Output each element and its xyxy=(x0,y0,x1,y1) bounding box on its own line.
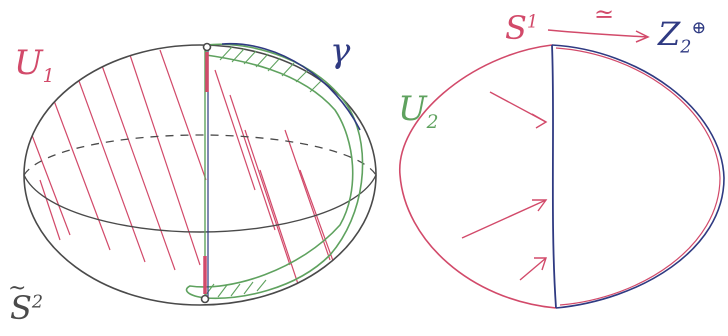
iso-arrow xyxy=(548,30,648,37)
label-gamma: γ xyxy=(330,34,350,68)
south-pole xyxy=(202,296,209,303)
right-lens xyxy=(400,30,724,308)
label-s1: S1 xyxy=(505,12,538,44)
label-u1: U1 xyxy=(14,46,55,87)
label-u1-main: U xyxy=(14,43,43,83)
label-z2-main: Z xyxy=(658,15,680,53)
u1-hatching xyxy=(30,50,340,290)
label-z2: Z2⊕ xyxy=(658,18,706,57)
arrow-2 xyxy=(462,200,546,238)
equator-back xyxy=(24,135,376,175)
identification-arrows xyxy=(462,92,546,280)
label-s2: S2 xyxy=(10,292,43,324)
s2-outline xyxy=(24,45,376,305)
label-s1-sup: 1 xyxy=(527,12,538,32)
label-approx: ≃ xyxy=(594,2,614,26)
equator-front xyxy=(24,175,376,232)
lens-vertical-edge xyxy=(552,45,556,308)
gamma-hatch-bottom xyxy=(205,280,266,297)
lens-arc-right-pink xyxy=(556,48,720,305)
left-sphere xyxy=(24,44,376,306)
gamma-loop xyxy=(187,44,363,298)
label-z2-sub: 2 xyxy=(680,37,691,57)
label-u1-sub: 1 xyxy=(43,66,55,87)
label-u2: U2 xyxy=(398,92,439,133)
label-s1-main: S xyxy=(505,9,527,47)
label-s2-sup: 2 xyxy=(32,292,43,312)
label-u2-main: U xyxy=(398,89,427,129)
label-s2-main: S xyxy=(10,289,32,327)
north-pole xyxy=(204,44,211,51)
label-u2-sub: 2 xyxy=(427,112,439,133)
lens-arc-right-navy xyxy=(552,45,724,308)
label-z2-sup: ⊕ xyxy=(691,18,706,38)
